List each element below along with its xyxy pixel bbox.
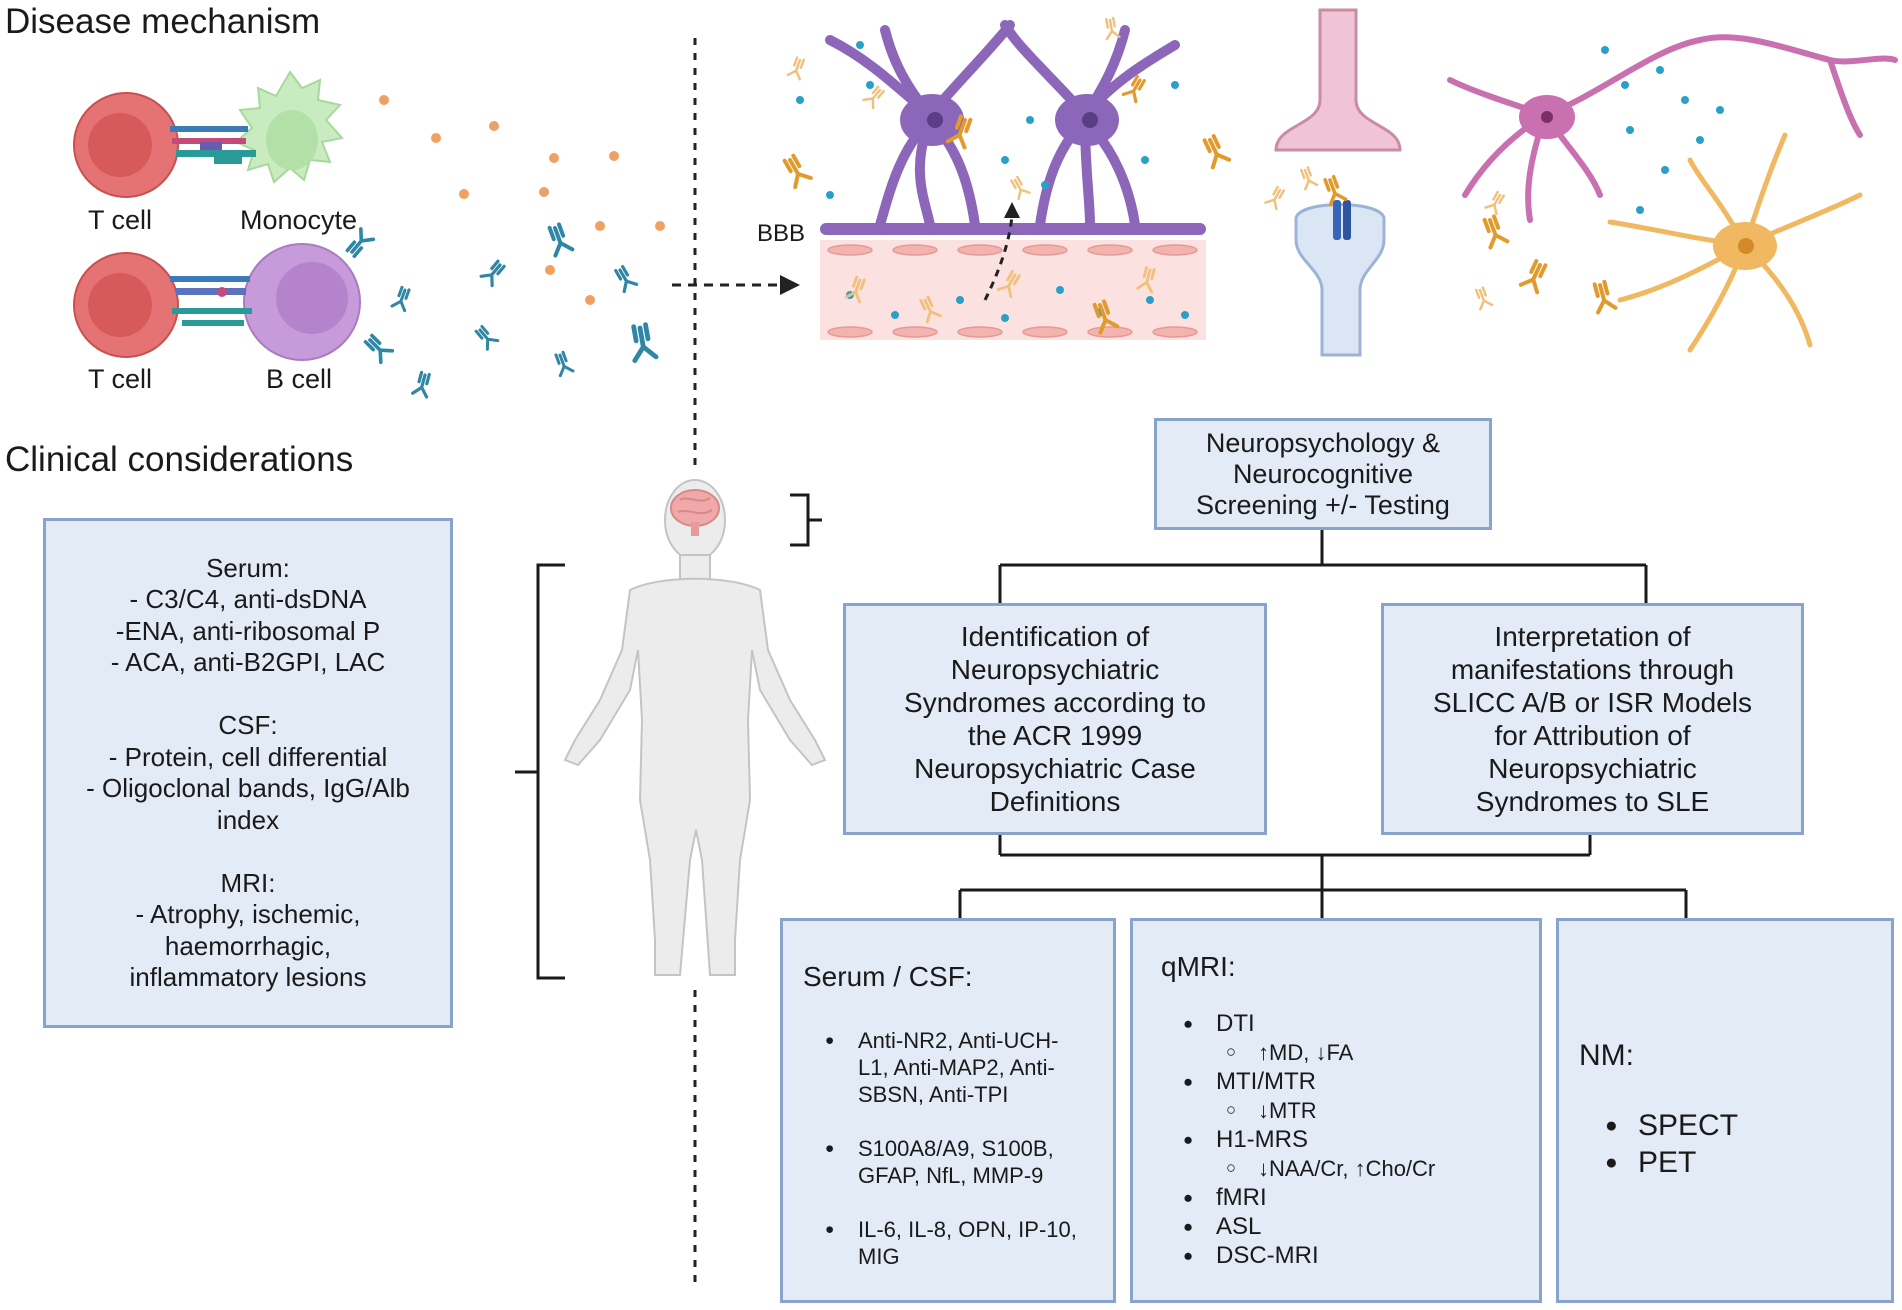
human-figure — [563, 479, 827, 976]
serum-line-2: -ENA, anti-ribosomal P — [115, 615, 381, 646]
serum-csf-item-1: Anti-NR2, Anti-UCH-L1, Anti-MAP2, Anti-S… — [825, 1027, 1089, 1108]
serum-csf-box: Serum / CSF: Anti-NR2, Anti-UCH-L1, Anti… — [780, 918, 1116, 1303]
nm-item-pet: PET — [1605, 1144, 1871, 1181]
qmri-item-asl: ASL — [1183, 1212, 1519, 1241]
mri-line-1: - Atrophy, ischemic, — [135, 899, 361, 929]
monocyte-label: Monocyte — [240, 205, 358, 235]
nm-header: NM: — [1579, 1039, 1634, 1072]
b-cell-label: B cell — [266, 364, 333, 394]
head-bracket — [790, 493, 822, 547]
bbb-label: BBB — [757, 220, 806, 247]
neuropsychology-box: Neuropsychology & Neurocognitive Screeni… — [1154, 418, 1492, 530]
serum-csf-item-3: IL-6, IL-8, OPN, IP-10, MIG — [825, 1216, 1089, 1270]
identification-text: Identification of Neuropsychiatric Syndr… — [904, 621, 1206, 817]
transmigration-arrow — [983, 214, 1014, 301]
qmri-item-mti: MTI/MTR ↓MTR — [1183, 1067, 1519, 1125]
right-molecules — [1472, 46, 1724, 315]
nm-box: NM: SPECT PET — [1556, 918, 1894, 1303]
t-cell-top-graphic — [73, 92, 179, 198]
t-cell-bottom-graphic — [73, 252, 179, 358]
qmri-box: qMRI: DTI ↑MD, ↓FA MTI/MTR ↓MTR H1-MRS ↓… — [1130, 918, 1542, 1303]
section-title-clinical: Clinical considerations — [5, 440, 354, 479]
csf-line-2: - Oligoclonal bands, IgG/Alb — [86, 773, 410, 803]
identification-box: Identification of Neuropsychiatric Syndr… — [843, 603, 1267, 835]
t-cell-top-label: T cell — [88, 205, 153, 235]
qmri-item-mrs: H1-MRS ↓NAA/Cr, ↑Cho/Cr — [1183, 1125, 1519, 1183]
serum-header: Serum: — [206, 552, 290, 583]
monocyte-graphic — [234, 70, 344, 184]
qmri-mrs-sub: ↓NAA/Cr, ↑Cho/Cr — [1226, 1154, 1519, 1183]
qmri-item-dti: DTI ↑MD, ↓FA — [1183, 1009, 1519, 1067]
astrocytes-purple — [825, 20, 1180, 230]
qmri-mti-sub: ↓MTR — [1226, 1096, 1519, 1125]
interpretation-text: Interpretation of manifestations through… — [1432, 621, 1752, 817]
brain-icon — [670, 489, 720, 536]
blood-brain-barrier — [820, 223, 1206, 340]
t-cell-bottom-label: T cell — [88, 364, 153, 394]
qmri-dti-sub: ↑MD, ↓FA — [1226, 1038, 1519, 1067]
qmri-item-fmri: fMRI — [1183, 1183, 1519, 1212]
free-antibodies — [390, 221, 656, 399]
qmri-dti-label: DTI — [1216, 1010, 1255, 1037]
csf-header: CSF: — [218, 710, 278, 740]
serum-csf-header: Serum / CSF: — [803, 961, 973, 992]
clinical-considerations-box: Serum: - C3/C4, anti-dsDNA -ENA, anti-ri… — [43, 518, 453, 1028]
interpretation-box: Interpretation of manifestations through… — [1381, 603, 1804, 835]
mri-header: MRI: — [220, 867, 276, 898]
neuropsychology-text: Neuropsychology & Neurocognitive Screeni… — [1196, 427, 1450, 520]
synapse-top-receptors — [170, 126, 256, 164]
nm-item-spect: SPECT — [1605, 1107, 1871, 1144]
csf-line-3: index — [216, 804, 280, 835]
b-cell-graphic — [243, 243, 361, 361]
qmri-header: qMRI: — [1161, 951, 1236, 982]
serum-csf-item-2: S100A8/A9, S100B, GFAP, NfL, MMP-9 — [825, 1135, 1089, 1189]
cytokines — [379, 95, 665, 305]
synapse-bottom-receptors — [170, 276, 252, 326]
qmri-list: DTI ↑MD, ↓FA MTI/MTR ↓MTR H1-MRS ↓NAA/Cr… — [1183, 1009, 1519, 1270]
nm-list: SPECT PET — [1605, 1107, 1871, 1181]
csf-line-1: - Protein, cell differential — [108, 741, 388, 772]
serum-csf-list: Anti-NR2, Anti-UCH-L1, Anti-MAP2, Anti-S… — [825, 1027, 1089, 1270]
brain-antibodies-and-molecules — [779, 16, 1232, 201]
qmri-mrs-label: H1-MRS — [1216, 1126, 1309, 1153]
body-bracket — [515, 563, 565, 980]
flow-connectors — [958, 530, 1688, 918]
synapse-graphic — [1264, 8, 1402, 357]
mri-line-3: inflammatory lesions — [129, 962, 367, 992]
neuron-pink — [1447, 34, 1898, 223]
qmri-mti-label: MTI/MTR — [1216, 1068, 1316, 1095]
mri-line-2: haemorrhagic, — [164, 930, 332, 961]
serum-line-3: - ACA, anti-B2GPI, LAC — [110, 647, 386, 677]
qmri-item-dsc: DSC-MRI — [1183, 1241, 1519, 1270]
section-title-mechanism: Disease mechanism — [5, 2, 321, 41]
serum-line-1: - C3/C4, anti-dsDNA — [129, 584, 367, 614]
